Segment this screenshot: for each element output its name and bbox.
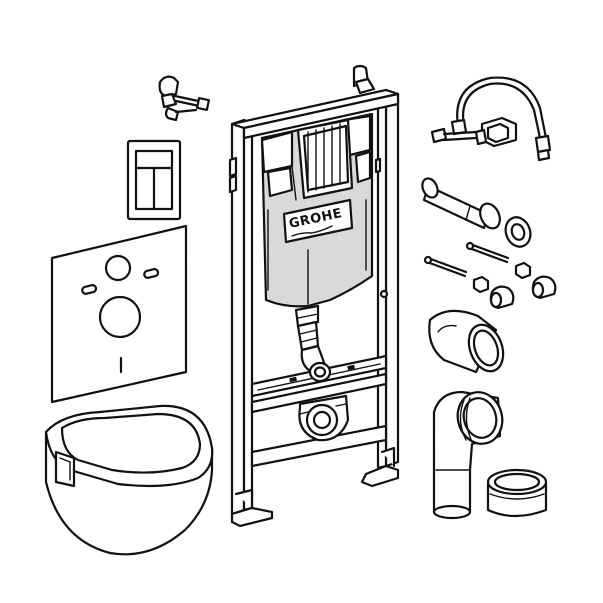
bolt-cover-caps — [489, 275, 557, 310]
wall-hung-toilet — [44, 404, 214, 556]
waste-pipe-connector — [428, 309, 505, 374]
flush-connection-pipe — [421, 177, 501, 230]
fixing-nuts — [472, 261, 532, 294]
pipe-cap-sleeve — [486, 468, 548, 518]
pipe-seal-ring — [504, 216, 532, 248]
insulation-mat — [50, 224, 188, 404]
waste-pipe-elbow — [432, 390, 504, 520]
wall-bracket-bolts — [158, 75, 211, 122]
cistern-tank: GROHE — [260, 112, 374, 308]
water-supply-hose — [450, 76, 552, 162]
flush-plate — [126, 139, 182, 221]
fixing-bolts — [423, 241, 510, 278]
flush-pipe — [294, 304, 332, 383]
drain-support-bracket — [298, 394, 350, 442]
angle-valve — [430, 116, 518, 148]
